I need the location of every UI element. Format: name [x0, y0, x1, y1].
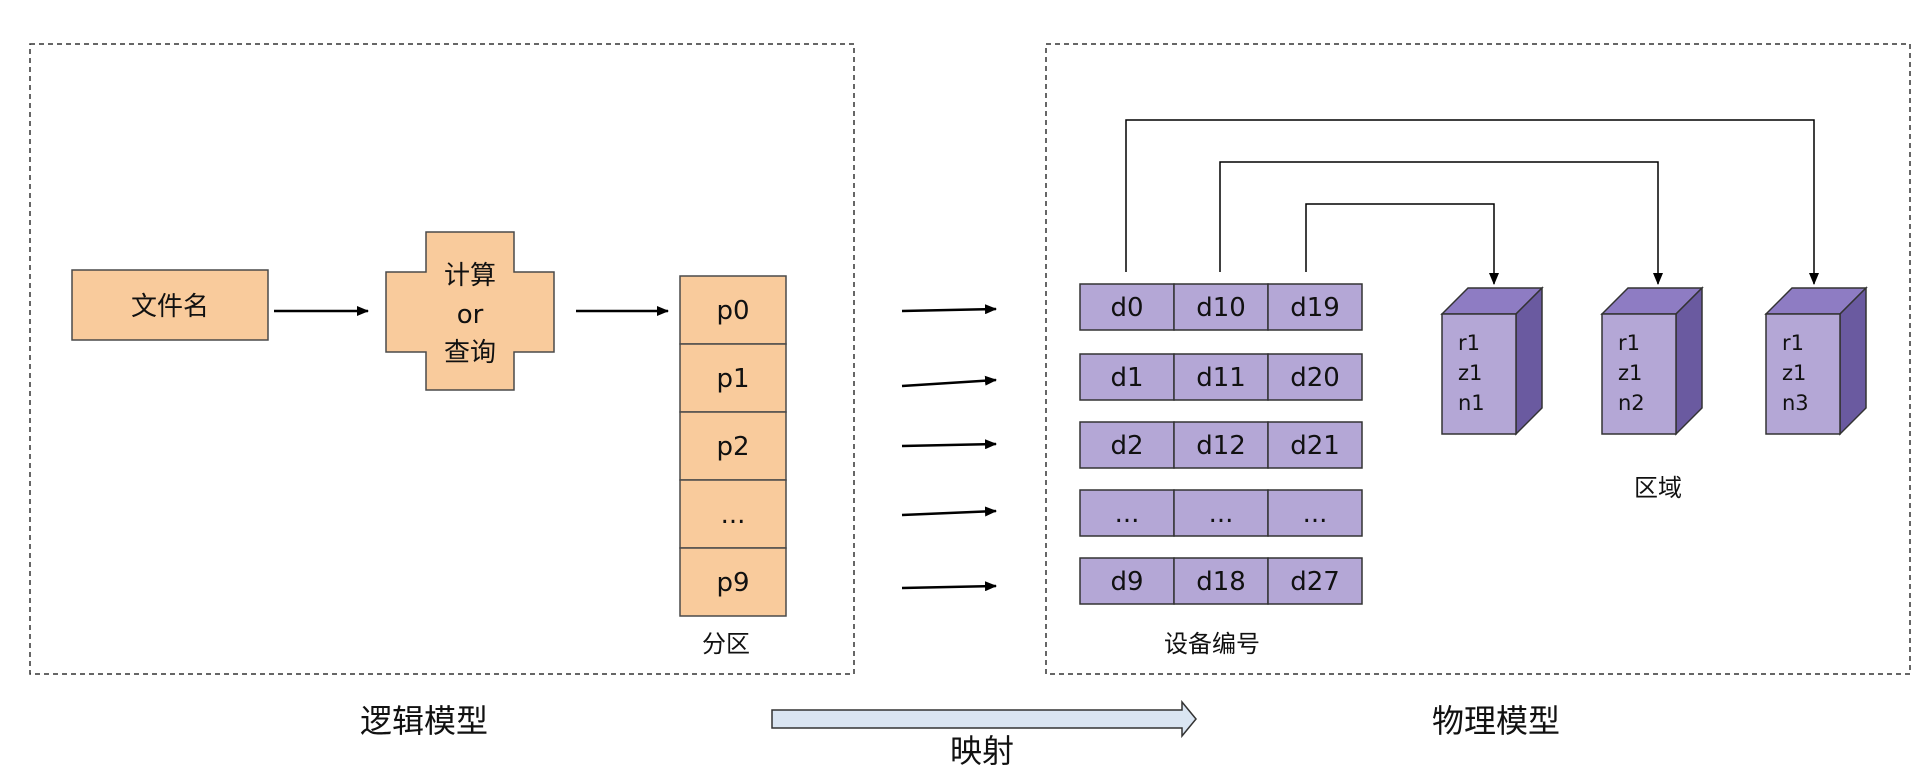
zone-label-z: z1	[1458, 361, 1482, 385]
map-arrow	[901, 581, 997, 592]
map-arrow	[901, 439, 997, 450]
zone-label-n: n3	[1782, 391, 1809, 415]
device-label: ...	[1303, 499, 1328, 529]
device-cell	[1267, 421, 1363, 469]
device-cell	[1079, 557, 1175, 605]
device-label: d1	[1110, 363, 1143, 393]
device-row: d2 d12 d21	[1079, 421, 1363, 469]
partition-cell: p0	[679, 275, 787, 345]
zone-label-z: z1	[1618, 361, 1642, 385]
connector-d19-to-zone-n1	[1305, 203, 1499, 285]
zone-label-z: z1	[1782, 361, 1806, 385]
mapping-label: 映射	[950, 732, 1014, 770]
filename-node: 文件名	[71, 269, 269, 341]
partitions-label: 分区	[702, 630, 750, 658]
zone-label-r: r1	[1458, 331, 1480, 355]
partition-cell: ...	[679, 479, 787, 549]
map-arrow	[901, 375, 997, 388]
device-cell	[1079, 489, 1175, 537]
mapping-arrow	[771, 699, 1197, 739]
physical-model-frame	[1045, 43, 1911, 675]
device-cell	[1267, 557, 1363, 605]
device-cell	[1173, 353, 1269, 401]
device-row: .........	[1079, 489, 1363, 537]
partition-label: p9	[716, 568, 749, 598]
device-label: d19	[1290, 293, 1340, 323]
device-cell	[1079, 283, 1175, 331]
device-grid: d0 d10 d19 d1 d11 d20 d2 d12 d21......... d9 d18 d2…	[1079, 283, 1363, 605]
partition-cell: p9	[679, 547, 787, 617]
zone-cube: r1 z1 n1	[1440, 286, 1544, 436]
device-label: d0	[1110, 293, 1143, 323]
connector-d0-to-zone-n3	[1125, 119, 1819, 285]
device-label: ...	[1209, 499, 1234, 529]
device-cell	[1267, 353, 1363, 401]
zones-label: 区域	[1634, 474, 1682, 502]
device-label: d10	[1196, 293, 1246, 323]
zone-cubes: r1 z1 n1 r1 z1 n2 r1 z1 n3	[1440, 286, 1868, 436]
device-row: d0 d10 d19	[1079, 283, 1363, 331]
zone-label-n: n2	[1618, 391, 1645, 415]
partition-to-device-arrows	[901, 304, 997, 592]
device-cell	[1173, 283, 1269, 331]
logical-model-frame	[29, 43, 855, 675]
device-cell	[1267, 489, 1363, 537]
map-arrow	[901, 304, 997, 315]
zone-label-r: r1	[1618, 331, 1640, 355]
device-label: d21	[1290, 431, 1340, 461]
device-label: d20	[1290, 363, 1340, 393]
partition-cell: p2	[679, 411, 787, 481]
zone-cube: r1 z1 n3	[1764, 286, 1868, 436]
device-label: d27	[1290, 567, 1340, 597]
partition-label: ...	[721, 500, 746, 530]
partition-column: p0 p1 p2... p9	[679, 275, 787, 617]
zone-cube: r1 z1 n2	[1600, 286, 1704, 436]
device-row: d1 d11 d20	[1079, 353, 1363, 401]
zone-label-r: r1	[1782, 331, 1804, 355]
partition-label: p0	[716, 296, 749, 326]
zone-connectors	[1125, 119, 1819, 285]
device-label: d2	[1110, 431, 1143, 461]
map-arrow	[901, 506, 997, 517]
device-row: d9 d18 d27	[1079, 557, 1363, 605]
physical-model-title: 物理模型	[1432, 702, 1560, 740]
device-label: ...	[1115, 499, 1140, 529]
compute-node: 计算 or 查询	[385, 231, 555, 391]
compute-label-line1: 计算	[444, 261, 496, 291]
device-cell	[1173, 557, 1269, 605]
device-label: d11	[1196, 363, 1246, 393]
compute-label-line2: or	[457, 300, 484, 330]
filename-label: 文件名	[131, 292, 209, 322]
partition-label: p1	[716, 364, 749, 394]
partition-label: p2	[716, 432, 749, 462]
device-label: d18	[1196, 567, 1246, 597]
device-label: d12	[1196, 431, 1246, 461]
logical-model-title: 逻辑模型	[360, 702, 488, 740]
connector-d10-to-zone-n2	[1219, 161, 1663, 285]
zone-label-n: n1	[1458, 391, 1485, 415]
partition-cell: p1	[679, 343, 787, 413]
device-cell	[1267, 283, 1363, 331]
devices-label: 设备编号	[1164, 630, 1260, 658]
device-label: d9	[1110, 567, 1143, 597]
device-cell	[1173, 489, 1269, 537]
compute-label-line3: 查询	[444, 338, 496, 368]
device-cell	[1079, 421, 1175, 469]
